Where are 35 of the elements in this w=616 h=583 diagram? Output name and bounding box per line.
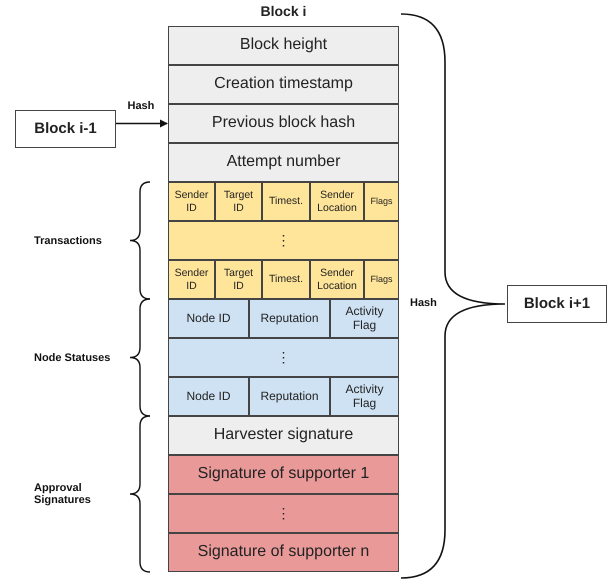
field-row: Signature of supporter 1: [168, 455, 399, 494]
field-row: Block height: [168, 26, 399, 65]
arrow: [116, 120, 168, 128]
field-cell: Flags: [364, 260, 399, 299]
field-cell: Sender ID: [168, 260, 215, 299]
field-cell: Node ID: [168, 299, 249, 338]
field-row: Creation timestamp: [168, 65, 399, 104]
field-cell: Reputation: [249, 299, 330, 338]
field-cell: Activity Flag: [330, 299, 399, 338]
edge-label: Hash: [410, 297, 437, 309]
field-cell: Sender ID: [168, 182, 215, 221]
field-row: ⋮: [168, 494, 399, 533]
field-cell: Target ID: [215, 260, 262, 299]
edge-label: Hash: [128, 100, 154, 112]
field-cell: Flags: [364, 182, 399, 221]
field-row: Harvester signature: [168, 416, 399, 455]
field-cell: Timest.: [262, 182, 310, 221]
field-row: ⋮: [168, 338, 399, 377]
group-label: Approval Signatures: [34, 482, 92, 506]
block-box: Block i-1: [15, 110, 116, 148]
field-cell: Sender Location: [310, 182, 364, 221]
group-label: Node Statuses: [34, 352, 112, 364]
field-row: Signature of supporter n: [168, 533, 399, 572]
block-box: Block i+1: [507, 285, 607, 323]
field-cell: Node ID: [168, 377, 249, 416]
field-cell: Activity Flag: [330, 377, 399, 416]
field-cell: Sender Location: [310, 260, 364, 299]
field-cell: Target ID: [215, 182, 262, 221]
group-label: Transactions: [34, 234, 103, 246]
field-row: Attempt number: [168, 143, 399, 182]
field-cell: Timest.: [262, 260, 310, 299]
field-row: ⋮: [168, 221, 399, 260]
field-row: Previous block hash: [168, 104, 399, 143]
field-cell: Reputation: [249, 377, 330, 416]
block-title: Block i: [260, 3, 306, 20]
